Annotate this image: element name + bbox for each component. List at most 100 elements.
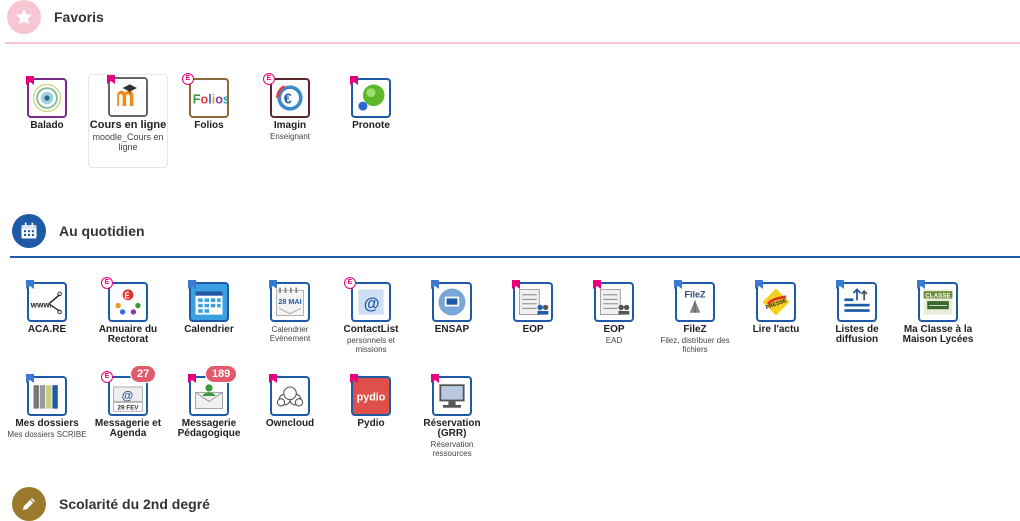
tile-label: Cours en ligne bbox=[89, 119, 167, 131]
bookmark-flag-icon bbox=[350, 374, 358, 383]
e-badge-icon: É bbox=[182, 73, 194, 85]
bookmark-flag-icon bbox=[350, 76, 358, 85]
section-favoris-header: Favoris bbox=[7, 0, 104, 34]
tile-ensap[interactable]: ENSAP bbox=[412, 280, 492, 335]
tile-label: Balado bbox=[30, 120, 64, 131]
messagerie-agenda-icon: @29 FEV bbox=[108, 376, 148, 416]
tile-label: EOP bbox=[522, 324, 544, 335]
pydio-logo-text: pydio bbox=[357, 392, 386, 404]
imagin-icon: € bbox=[270, 78, 310, 118]
classe-logo-text: CLASSE bbox=[925, 293, 951, 300]
tile-label: Lire l'actu bbox=[752, 324, 800, 335]
bookmark-flag-icon bbox=[269, 374, 277, 383]
ma-classe-icon: CLASSE bbox=[918, 282, 958, 322]
tile-annuaire-rectorat[interactable]: É É Annuaire du Rectorat bbox=[88, 277, 168, 345]
tile-label: Réservation (GRR) bbox=[423, 418, 481, 439]
tile-messagerie-pedagogique[interactable]: 189 Messagerie Pédagogique bbox=[169, 365, 249, 439]
tile-pronote[interactable]: Pronote bbox=[331, 76, 411, 131]
tile-subtitle: moodle_Cours en ligne bbox=[92, 132, 164, 152]
unread-count-badge: 27 bbox=[130, 365, 157, 383]
owncloud-icon bbox=[270, 376, 310, 416]
tile-messagerie-agenda[interactable]: @29 FEV É 27 Messagerie et Agenda bbox=[88, 365, 168, 439]
tile-calendrier[interactable]: Calendrier bbox=[169, 280, 249, 335]
bookmark-flag-icon bbox=[188, 280, 196, 289]
tile-mes-dossiers[interactable]: Mes dossiers Mes dossiers SCRIBE bbox=[7, 374, 87, 439]
tile-folios[interactable]: Folios É Folios bbox=[169, 73, 249, 131]
tile-label: Mes dossiers bbox=[15, 418, 79, 429]
svg-text:@: @ bbox=[364, 295, 380, 313]
moodle-icon bbox=[108, 77, 148, 117]
calendar-date-text: 28 MAI bbox=[278, 297, 301, 306]
tile-eop-ead[interactable]: EOP EAD bbox=[574, 280, 654, 345]
bookmark-flag-icon bbox=[269, 280, 277, 289]
folios-icon: Folios bbox=[189, 78, 229, 118]
balado-icon bbox=[27, 78, 67, 118]
filez-logo-text: FileZ bbox=[684, 290, 706, 300]
tile-label: ContactList bbox=[343, 324, 399, 335]
tile-label: Listes de diffusion bbox=[835, 324, 879, 345]
tile-contactlist[interactable]: @ É ContactList personnels et missions bbox=[331, 277, 411, 354]
tile-label: ACA.RE bbox=[27, 324, 67, 335]
tile-balado[interactable]: Balado bbox=[7, 76, 87, 131]
section-title-quotidien: Au quotidien bbox=[59, 223, 145, 239]
tile-label: Calendrier Evènement bbox=[269, 325, 311, 343]
tile-eop[interactable]: EOP bbox=[493, 280, 573, 335]
section-title-scolarite: Scolarité du 2nd degré bbox=[59, 496, 210, 512]
tile-label: FileZ bbox=[683, 324, 707, 335]
tile-label: Messagerie et Agenda bbox=[94, 418, 162, 439]
tile-subtitle: Réservation ressources bbox=[430, 440, 474, 458]
star-icon bbox=[7, 0, 41, 34]
tile-label: Imagin bbox=[273, 120, 307, 131]
tile-label: ENSAP bbox=[434, 324, 470, 335]
bookmark-flag-icon bbox=[26, 280, 34, 289]
tile-subtitle: Mes dossiers SCRIBE bbox=[7, 430, 87, 439]
bookmark-flag-icon bbox=[917, 280, 925, 289]
svg-text:www.: www. bbox=[30, 300, 52, 309]
section-quotidien-header: Au quotidien bbox=[12, 214, 145, 248]
bookmark-flag-icon bbox=[26, 76, 34, 85]
tile-acare[interactable]: www. ACA.RE bbox=[7, 280, 87, 335]
tile-imagin[interactable]: € É Imagin Enseignant bbox=[250, 73, 330, 141]
tile-reservation-grr[interactable]: Réservation (GRR) Réservation ressources bbox=[412, 374, 492, 458]
tile-listes-diffusion[interactable]: Listes de diffusion bbox=[817, 280, 897, 345]
tile-subtitle: personnels et missions bbox=[346, 336, 396, 354]
tile-cours-en-ligne[interactable]: Cours en ligne moodle_Cours en ligne bbox=[88, 74, 168, 168]
agenda-date-text: 29 FEV bbox=[118, 405, 140, 412]
pencil-icon bbox=[12, 487, 46, 521]
tile-lire-actu[interactable]: PRESSE Lire l'actu bbox=[736, 280, 816, 335]
bookmark-flag-icon bbox=[755, 280, 763, 289]
tile-subtitle: Enseignant bbox=[269, 132, 311, 141]
tile-subtitle: EAD bbox=[605, 336, 623, 345]
annuaire-icon: É bbox=[108, 282, 148, 322]
svg-text:Folios: Folios bbox=[193, 92, 227, 106]
bookmark-flag-icon bbox=[836, 280, 844, 289]
dossiers-icon bbox=[27, 376, 67, 416]
svg-text:@: @ bbox=[122, 390, 133, 403]
tile-label: Calendrier bbox=[184, 324, 234, 335]
ensap-icon bbox=[432, 282, 472, 322]
e-badge-icon: É bbox=[344, 277, 356, 289]
tile-label: Annuaire du Rectorat bbox=[98, 324, 158, 345]
unread-count-badge: 189 bbox=[205, 365, 238, 383]
e-badge-icon: É bbox=[101, 277, 113, 289]
section-title-favoris: Favoris bbox=[54, 9, 104, 25]
e-badge-icon: É bbox=[263, 73, 275, 85]
bookmark-flag-icon bbox=[512, 280, 520, 289]
tile-filez[interactable]: FileZ FileZ Filez, distribuer des fichie… bbox=[655, 280, 735, 354]
quotidien-divider bbox=[10, 256, 1020, 258]
svg-text:É: É bbox=[124, 291, 130, 300]
tile-label: EOP bbox=[603, 324, 625, 335]
tile-calendrier-evenement[interactable]: 28 MAI Calendrier Evènement bbox=[250, 280, 330, 343]
tile-label: Pronote bbox=[352, 120, 390, 131]
tile-label: Messagerie Pédagogique bbox=[177, 418, 241, 439]
tile-owncloud[interactable]: Owncloud bbox=[250, 374, 330, 429]
bookmark-flag-icon bbox=[188, 374, 196, 383]
reservation-icon bbox=[432, 376, 472, 416]
tile-ma-classe[interactable]: CLASSE Ma Classe à la Maison Lycées bbox=[898, 280, 978, 345]
bookmark-flag-icon bbox=[431, 374, 439, 383]
svg-text:€: € bbox=[284, 91, 292, 107]
section-scolarite-header: Scolarité du 2nd degré bbox=[12, 487, 210, 521]
tile-label: Ma Classe à la Maison Lycées bbox=[902, 324, 974, 345]
tile-subtitle: Filez, distribuer des fichiers bbox=[660, 336, 730, 354]
tile-pydio[interactable]: pydio Pydio bbox=[331, 374, 411, 429]
